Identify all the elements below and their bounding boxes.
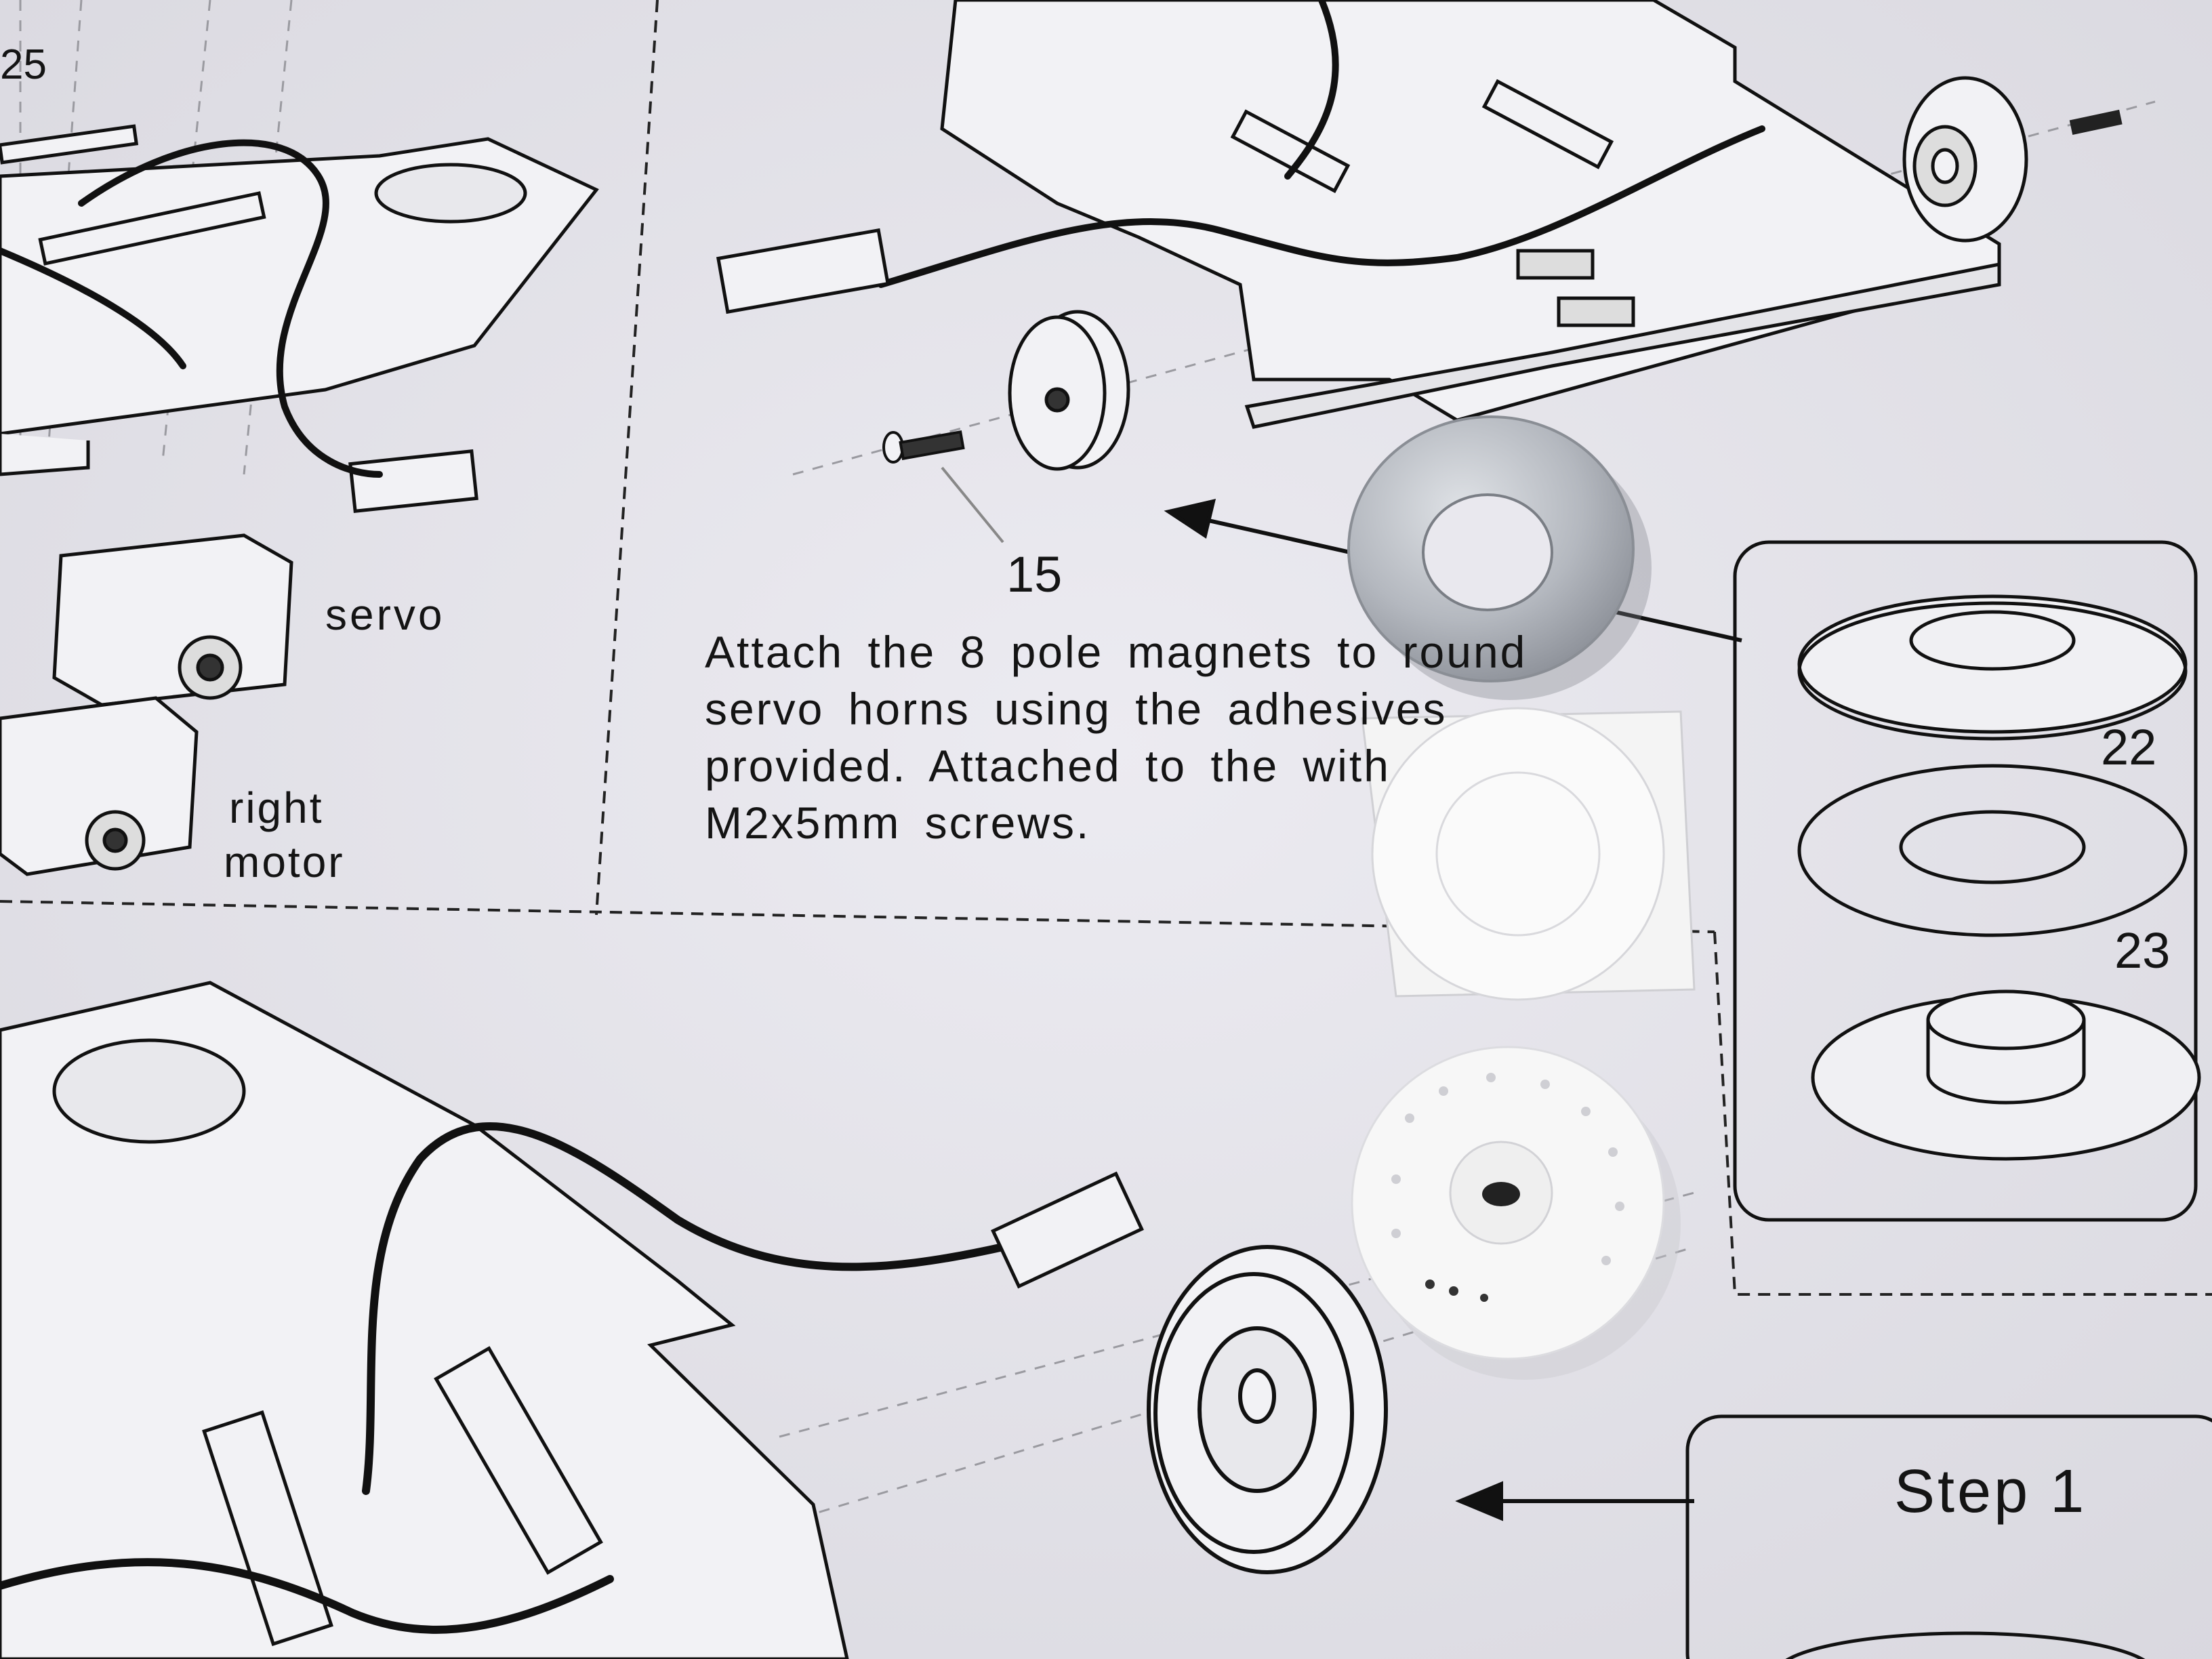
servos-left (0, 533, 293, 876)
instruction-text: Attach the 8 pole magnets to round servo… (705, 623, 1694, 851)
cable-top-right (878, 0, 1765, 288)
chassis-top-right (940, 0, 2001, 429)
step-box (1685, 1414, 2212, 1659)
part-number-15: 15 (1006, 546, 1063, 602)
cable-bottom (0, 1122, 1007, 1634)
magnet-washer (1347, 415, 1652, 700)
wheel-bottom (1147, 1245, 1388, 1574)
screw-top-right (2069, 109, 2123, 136)
screw-15 (882, 430, 965, 464)
connector-top (716, 228, 890, 314)
instruction-line: provided. Attached to the with (705, 741, 1391, 791)
connector-bottom (991, 1171, 1144, 1289)
label-right: right (229, 783, 324, 832)
part-number-22: 22 (2101, 719, 2157, 775)
leader-15 (941, 466, 1004, 544)
servo-horn (1351, 1046, 1681, 1380)
label-servo: servo (325, 590, 445, 639)
part-number-23: 23 (2114, 922, 2171, 979)
instruction-line: Attach the 8 pole magnets to round (705, 627, 1528, 677)
servo-horn-diagram (1008, 310, 1130, 471)
part-number-25: 25 (0, 41, 47, 88)
chassis-bottom (0, 981, 849, 1659)
wheel-right (1902, 76, 2028, 243)
label-motor: motor (224, 838, 345, 886)
step-label: Step 1 (1894, 1458, 2087, 1525)
step-box-arc (1785, 1631, 2146, 1659)
instruction-line: servo horns using the adhesives (705, 684, 1448, 734)
parts-inset (1733, 540, 2201, 1222)
cables-top-left (0, 139, 383, 478)
instruction-line: M2x5mm screws. (705, 798, 1091, 848)
arrow-bottom (1455, 1481, 1694, 1521)
adhesive-pad (1361, 707, 1696, 1001)
